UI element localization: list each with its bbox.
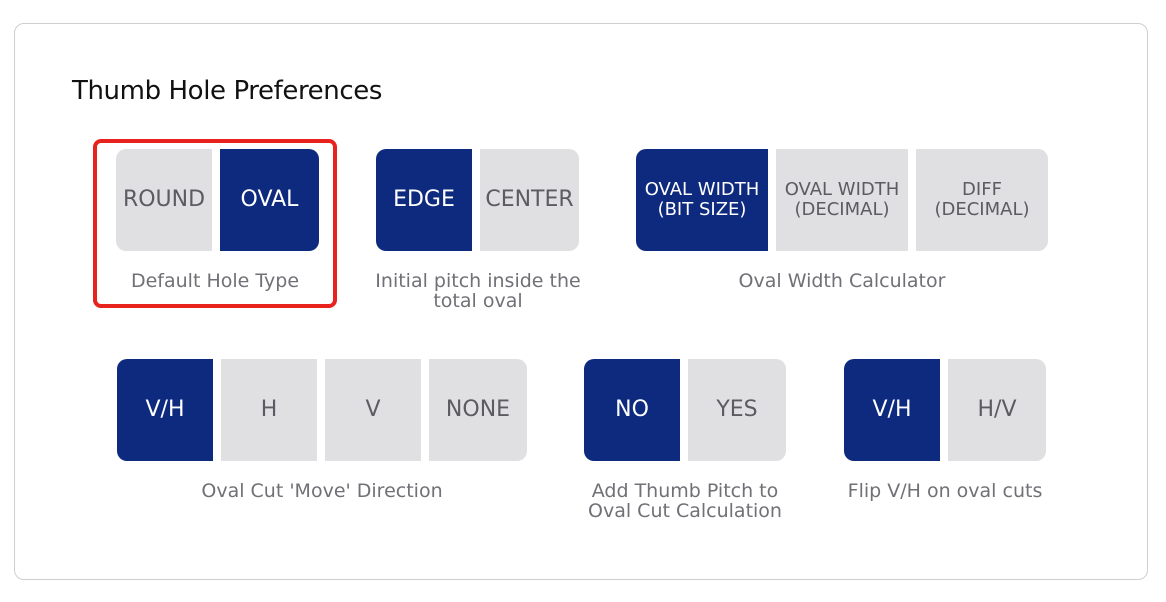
move-direction-none-button[interactable]: NONE — [429, 359, 527, 461]
oval-width-caption: Oval Width Calculator — [738, 270, 946, 292]
flip-hv-button[interactable]: H/V — [948, 359, 1046, 461]
move-direction-toggle: V/H H V NONE — [117, 359, 527, 461]
oval-width-toggle: OVAL WIDTH (BIT SIZE) OVAL WIDTH (DECIMA… — [636, 149, 1048, 251]
move-direction-caption: Oval Cut 'Move' Direction — [201, 480, 443, 502]
oval-width-diff-button[interactable]: DIFF (DECIMAL) — [916, 149, 1048, 251]
oval-width-bit-size-button[interactable]: OVAL WIDTH (BIT SIZE) — [636, 149, 768, 251]
preferences-card — [14, 23, 1148, 580]
add-thumb-pitch-caption: Add Thumb Pitch to Oval Cut Calculation — [588, 480, 782, 522]
pitch-center-button[interactable]: CENTER — [480, 149, 579, 251]
add-thumb-pitch-no-button[interactable]: NO — [584, 359, 680, 461]
hole-type-toggle: ROUND OVAL — [116, 149, 319, 251]
hole-type-oval-button[interactable]: OVAL — [220, 149, 319, 251]
section-title: Thumb Hole Preferences — [72, 76, 382, 106]
pitch-toggle: EDGE CENTER — [376, 149, 579, 251]
move-direction-h-button[interactable]: H — [221, 359, 317, 461]
add-thumb-pitch-yes-button[interactable]: YES — [688, 359, 786, 461]
move-direction-v-button[interactable]: V — [325, 359, 421, 461]
pitch-caption: Initial pitch inside the total oval — [375, 270, 581, 312]
hole-type-caption: Default Hole Type — [130, 270, 300, 292]
flip-caption: Flip V/H on oval cuts — [847, 480, 1043, 502]
flip-toggle: V/H H/V — [844, 359, 1046, 461]
oval-width-decimal-button[interactable]: OVAL WIDTH (DECIMAL) — [776, 149, 908, 251]
add-thumb-pitch-toggle: NO YES — [584, 359, 786, 461]
flip-vh-button[interactable]: V/H — [844, 359, 940, 461]
hole-type-round-button[interactable]: ROUND — [116, 149, 212, 251]
move-direction-vh-button[interactable]: V/H — [117, 359, 213, 461]
pitch-edge-button[interactable]: EDGE — [376, 149, 472, 251]
focus-highlight — [93, 139, 337, 308]
